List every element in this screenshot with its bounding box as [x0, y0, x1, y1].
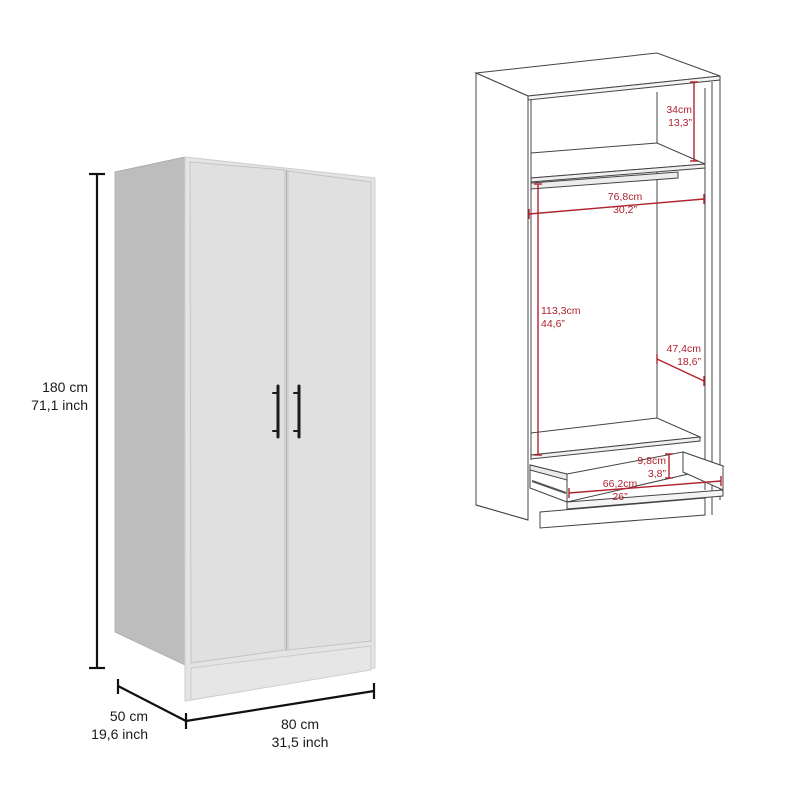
- height-imperial: 71,1 inch: [31, 397, 88, 413]
- wardrobe-plinth: [190, 645, 372, 701]
- depth-imperial: 19,6 inch: [91, 726, 148, 742]
- height-label: 180 cm 71,1 inch: [0, 378, 88, 414]
- interior-depth-label: 47,4cm 18,6”: [666, 343, 701, 368]
- door-handle-icon: [272, 384, 280, 439]
- drawer-width-label: 66,2cm 26”: [602, 478, 638, 503]
- height-metric: 180 cm: [42, 379, 88, 395]
- door-handle-icon: [293, 384, 301, 439]
- exterior-dimension-lines: [89, 172, 376, 729]
- width-label: 80 cm 31,5 inch: [250, 715, 350, 751]
- depth-label: 50 cm 19,6 inch: [40, 707, 148, 743]
- wardrobe-side-panel: [115, 157, 185, 665]
- wardrobe-interior-drawing: [474, 52, 725, 529]
- left-door: [189, 161, 286, 664]
- interior-dimension-lines: [528, 81, 722, 498]
- depth-metric: 50 cm: [109, 708, 148, 724]
- right-door: [287, 170, 372, 651]
- hanging-height-label: 113,3cm 44,6”: [541, 305, 581, 330]
- drawer-height-label: 9,8cm 3,8”: [637, 455, 666, 480]
- width-metric: 80 cm: [280, 716, 320, 732]
- top-compartment-label: 34cm 13,3”: [666, 104, 692, 129]
- width-imperial: 31,5 inch: [271, 734, 329, 750]
- wardrobe-render: [114, 156, 376, 702]
- hanging-width-label: 76,8cm 30,2”: [607, 191, 643, 216]
